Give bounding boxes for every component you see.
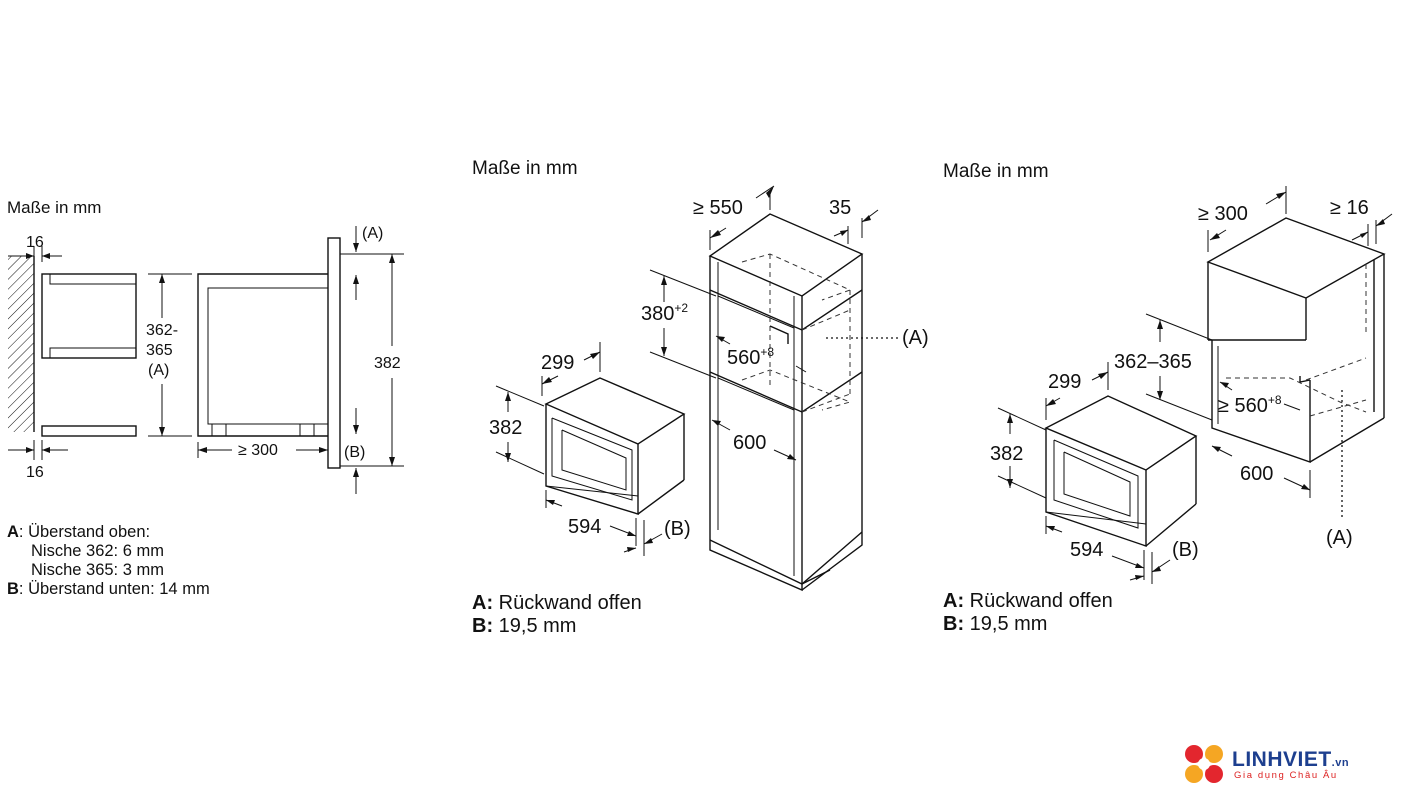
tall-cabinet	[708, 213, 864, 592]
logo-name: LINHVIET.vn	[1232, 748, 1349, 772]
wall-hatching	[8, 256, 34, 432]
legend-text: : Überstand oben:	[18, 523, 151, 541]
marker-b: (B)	[664, 518, 691, 540]
dim-appliance-depth-299: 299	[541, 352, 574, 374]
panel2-legend: A: Rückwand offen B: 19,5 mm	[472, 592, 642, 638]
dim-depth-300: ≥ 300	[1198, 203, 1248, 225]
dim-side-35: 35	[829, 197, 851, 219]
dim-width-560-tol: +8	[1268, 393, 1282, 407]
logo-tagline: Gia dụng Châu Âu	[1234, 770, 1338, 781]
legend-text: 19,5 mm	[964, 613, 1048, 635]
dim-appliance-height-382: 382	[489, 417, 522, 439]
panel1-legend: A: Überstand oben: Nische 362: 6 mm Nisc…	[7, 523, 210, 599]
marker-a: (A)	[1326, 527, 1353, 549]
cabinet-section	[41, 273, 137, 437]
microwave-appliance	[544, 377, 686, 515]
legend-text: Rückwand offen	[493, 592, 642, 614]
dim-width-560-tol: +8	[760, 345, 774, 359]
dim-width-560-value: 560	[727, 347, 760, 369]
legend-text: Rückwand offen	[964, 590, 1113, 612]
dim-depth-550: ≥ 550	[693, 197, 743, 219]
dim-height-line2: 365	[146, 342, 173, 359]
panel1-heading: Maße in mm	[7, 198, 102, 217]
linhviet-logo: LINHVIET.vn Gia dụng Châu Âu	[1180, 740, 1390, 790]
dim-top-16: 16	[26, 234, 44, 251]
wall-cabinet	[1206, 217, 1386, 463]
legend-key: B:	[943, 613, 965, 635]
dim-niche-380-tol: +2	[674, 301, 688, 315]
legend-text: 19,5 mm	[493, 615, 577, 637]
dim-depth-600: 600	[733, 432, 766, 454]
dim-total-382: 382	[374, 355, 401, 372]
panel2-heading: Maße in mm	[472, 158, 578, 179]
logo-suffix: .vn	[1331, 757, 1350, 769]
marker-b-bottom: (B)	[344, 444, 365, 461]
dim-depth-300: ≥ 300	[238, 442, 278, 459]
dim-width-560: 560+8	[727, 345, 774, 369]
dim-appliance-width-594: 594	[568, 516, 601, 538]
legend-key: A:	[472, 592, 494, 614]
panel3-legend: A: Rückwand offen B: 19,5 mm	[943, 590, 1113, 636]
legend-text: Nische 362: 6 mm	[31, 542, 164, 560]
logo-mark-icon	[1185, 745, 1223, 783]
marker-a: (A)	[902, 327, 929, 349]
marker-a-top: (A)	[362, 225, 383, 242]
dim-appliance-width-594: 594	[1070, 539, 1103, 561]
logo-name-text: LINHVIET	[1232, 748, 1332, 771]
dim-bottom-16: 16	[26, 464, 44, 481]
dim-appliance-height-382: 382	[990, 443, 1023, 465]
marker-b: (B)	[1172, 539, 1199, 561]
dim-height-ref: (A)	[148, 362, 169, 379]
dim-niche-362-365: 362–365	[1114, 351, 1192, 373]
dim-depth-600: 600	[1240, 463, 1273, 485]
legend-key: B	[7, 580, 19, 598]
dim-appliance-depth-299: 299	[1048, 371, 1081, 393]
legend-key: A	[7, 523, 19, 541]
legend-key: A:	[943, 590, 965, 612]
dim-height-line1: 362-	[146, 322, 178, 339]
dim-side-16: ≥ 16	[1330, 197, 1369, 219]
microwave-appliance	[1044, 395, 1198, 547]
appliance-side-view	[197, 237, 341, 469]
dim-niche-380-value: 380	[641, 303, 674, 325]
legend-key: B:	[472, 615, 494, 637]
dim-width-560: ≥ 560+8	[1218, 393, 1282, 417]
dim-niche-380: 380+2	[641, 301, 688, 325]
legend-text: : Überstand unten: 14 mm	[18, 580, 210, 598]
dim-width-560-value: ≥ 560	[1218, 395, 1268, 417]
panel3-heading: Maße in mm	[943, 161, 1049, 182]
legend-text: Nische 365: 3 mm	[31, 561, 164, 579]
